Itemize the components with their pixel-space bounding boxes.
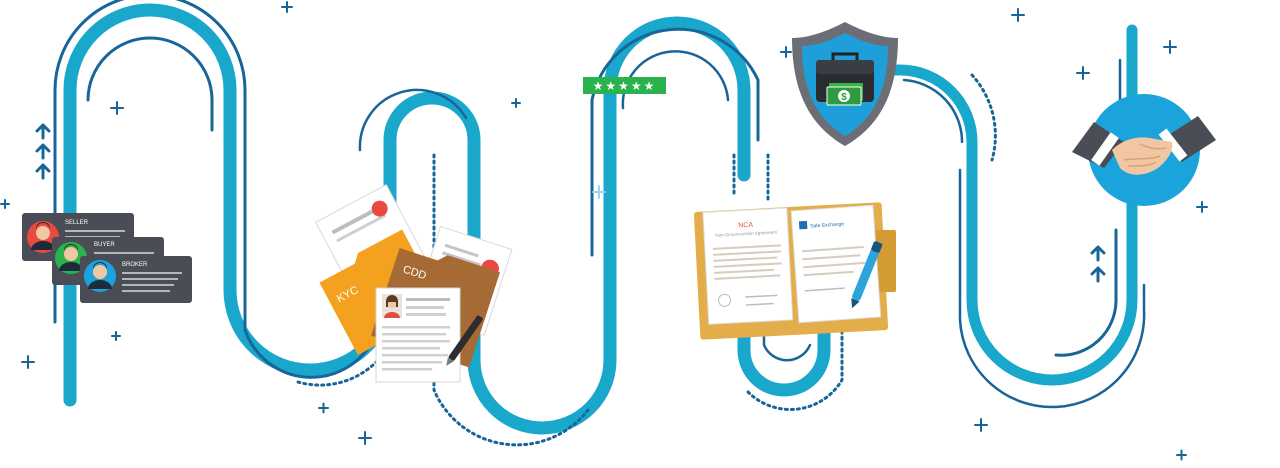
sparkle-plus-light <box>592 185 606 199</box>
outer-line-4 <box>762 298 812 362</box>
outer-line-3 <box>590 27 760 257</box>
agreement-title: NCA <box>738 222 753 230</box>
arrow-up-icon <box>1090 266 1106 283</box>
arrow-up-icon <box>1090 245 1106 262</box>
pen-icon <box>446 315 483 366</box>
kyc-cdd-folders: KYC CDD <box>314 184 513 383</box>
outer-line-6 <box>958 168 1146 409</box>
inner-line-6 <box>1054 228 1118 357</box>
arrow-up-icon <box>35 123 51 140</box>
dotted-rail-6 <box>970 73 997 162</box>
inner-line-1 <box>86 36 214 132</box>
broker-card: BROKER <box>80 256 192 303</box>
arrows-right <box>1090 245 1106 283</box>
dollar-icon: $ <box>841 92 847 103</box>
party-cards: SELLER BUYER BROKER <box>22 213 192 303</box>
agreement-logo-text: Safe Exchange <box>810 221 844 229</box>
agreement-subtitle: Non-Circumvention Agreement <box>715 230 777 238</box>
arrow-up-icon <box>35 163 51 180</box>
rating-stars: ★★★★★ <box>593 79 657 93</box>
buyer-label: BUYER <box>94 242 115 248</box>
main-road <box>63 3 751 435</box>
broker-label: BROKER <box>122 262 148 268</box>
agreement-folder: NCA Non-Circumvention Agreement Safe Exc… <box>693 202 896 340</box>
main-road-3 <box>884 24 1138 386</box>
arrows-left <box>35 123 51 180</box>
sparkle-plus-icon <box>0 1 1208 461</box>
security-shield: $ <box>792 22 898 146</box>
main-road-2 <box>737 293 831 397</box>
pen-icon <box>851 241 883 309</box>
rating-badge: ★★★★★ <box>583 77 666 94</box>
dotted-rail-1 <box>296 356 382 387</box>
profile-sheet <box>375 287 461 383</box>
dotted-rail-5 <box>746 328 844 411</box>
outer-line-1 <box>53 0 374 379</box>
dotted-rail-2 <box>432 153 590 447</box>
outer-line-2 <box>358 88 468 152</box>
arrow-up-icon <box>35 143 51 160</box>
winding-path <box>53 0 1146 447</box>
seller-label: SELLER <box>65 220 89 226</box>
handshake-badge <box>1072 94 1216 206</box>
sparkles <box>0 1 1208 461</box>
outer-line-5 <box>902 78 964 144</box>
money-stack: $ <box>826 83 863 106</box>
